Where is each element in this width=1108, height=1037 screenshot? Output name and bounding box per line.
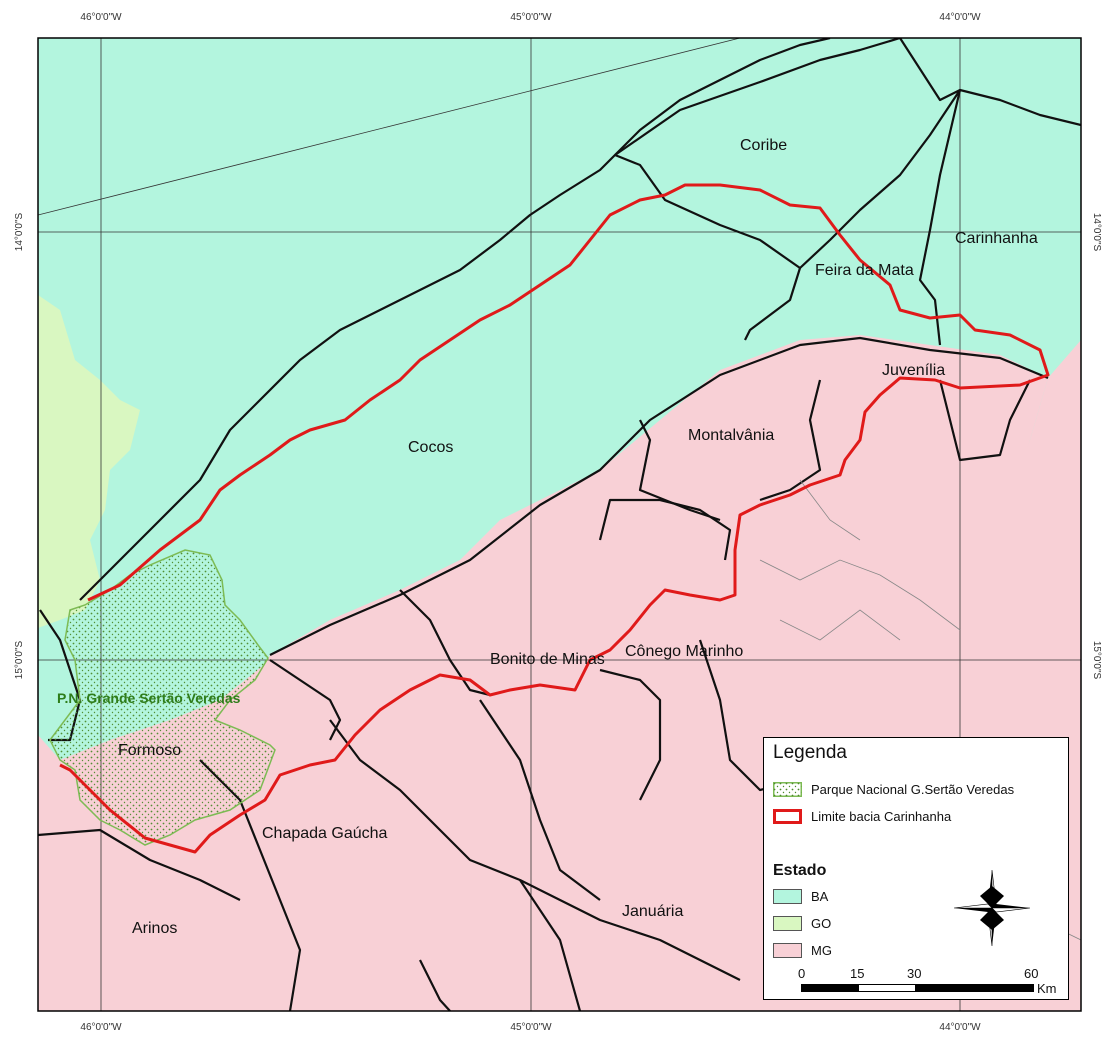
- basin-swatch: [773, 809, 802, 824]
- legend-item-ba: BA: [773, 889, 828, 904]
- label-bonito-de-minas: Bonito de Minas: [490, 651, 605, 668]
- legend-item-basin: Limite bacia Carinhanha: [773, 809, 951, 824]
- go-swatch: [773, 916, 802, 931]
- graticule-label-left: 15°0'0"S: [14, 640, 25, 679]
- legend-state-title: Estado: [773, 862, 827, 879]
- park-swatch: [773, 782, 802, 797]
- legend-label-park: Parque Nacional G.Sertão Veredas: [811, 782, 1015, 797]
- graticule-label-top: 46°0'0"W: [80, 12, 122, 23]
- legend: Legenda Parque Nacional G.Sertão Veredas…: [763, 737, 1069, 1000]
- graticule-label-left: 14°0'0"S: [14, 212, 25, 251]
- map-frame: [37, 37, 1082, 1012]
- label-juvenilia: Juvenília: [882, 362, 945, 379]
- graticule-label-bottom: 44°0'0"W: [939, 1022, 981, 1033]
- state-go-area: [38, 295, 140, 628]
- legend-item-mg: MG: [773, 943, 832, 958]
- legend-label-mg: MG: [811, 943, 832, 958]
- thin-boundary: [38, 38, 741, 216]
- ba-swatch: [773, 889, 802, 904]
- graticule-label-bottom: 46°0'0"W: [80, 1022, 122, 1033]
- label-carinhanha: Carinhanha: [955, 230, 1038, 247]
- graticule-label-right: 15°0'0"S: [1091, 641, 1102, 680]
- label-arinos: Arinos: [132, 920, 177, 937]
- north-arrow-icon: [953, 869, 1031, 947]
- label-chapada-gaucha: Chapada Gaúcha: [262, 825, 388, 842]
- scale-tick-label: 15: [850, 966, 865, 981]
- legend-title: Legenda: [773, 742, 847, 763]
- mg-swatch: [773, 943, 802, 958]
- scale-bar: [801, 984, 1034, 992]
- label-cocos: Cocos: [408, 439, 453, 456]
- graticule-label-top: 44°0'0"W: [939, 12, 981, 23]
- label-park: P.N. Grande Sertão Veredas: [57, 690, 241, 706]
- graticule-label-top: 45°0'0"W: [510, 12, 552, 23]
- label-feira-da-mata: Feira da Mata: [815, 262, 914, 279]
- label-conego-marinho: Cônego Marinho: [625, 643, 743, 660]
- legend-label-basin: Limite bacia Carinhanha: [811, 809, 952, 824]
- label-coribe: Coribe: [740, 137, 787, 154]
- legend-label-ba: BA: [811, 889, 829, 904]
- scale-unit: Km: [1037, 981, 1057, 996]
- label-januaria: Januária: [622, 903, 683, 920]
- label-formoso: Formoso: [118, 742, 181, 759]
- label-montalvania: Montalvânia: [688, 427, 774, 444]
- scale-tick-label: 30: [907, 966, 922, 981]
- graticule-label-right: 14°0'0"S: [1091, 213, 1102, 252]
- legend-item-park: Parque Nacional G.Sertão Veredas: [773, 782, 1014, 797]
- scale-tick-label: 60: [1024, 966, 1039, 981]
- basin-boundary: [59, 183, 1050, 854]
- graticule-label-bottom: 45°0'0"W: [510, 1022, 552, 1033]
- scale-tick-label: 0: [798, 966, 806, 981]
- legend-label-go: GO: [811, 916, 832, 931]
- legend-item-go: GO: [773, 916, 831, 931]
